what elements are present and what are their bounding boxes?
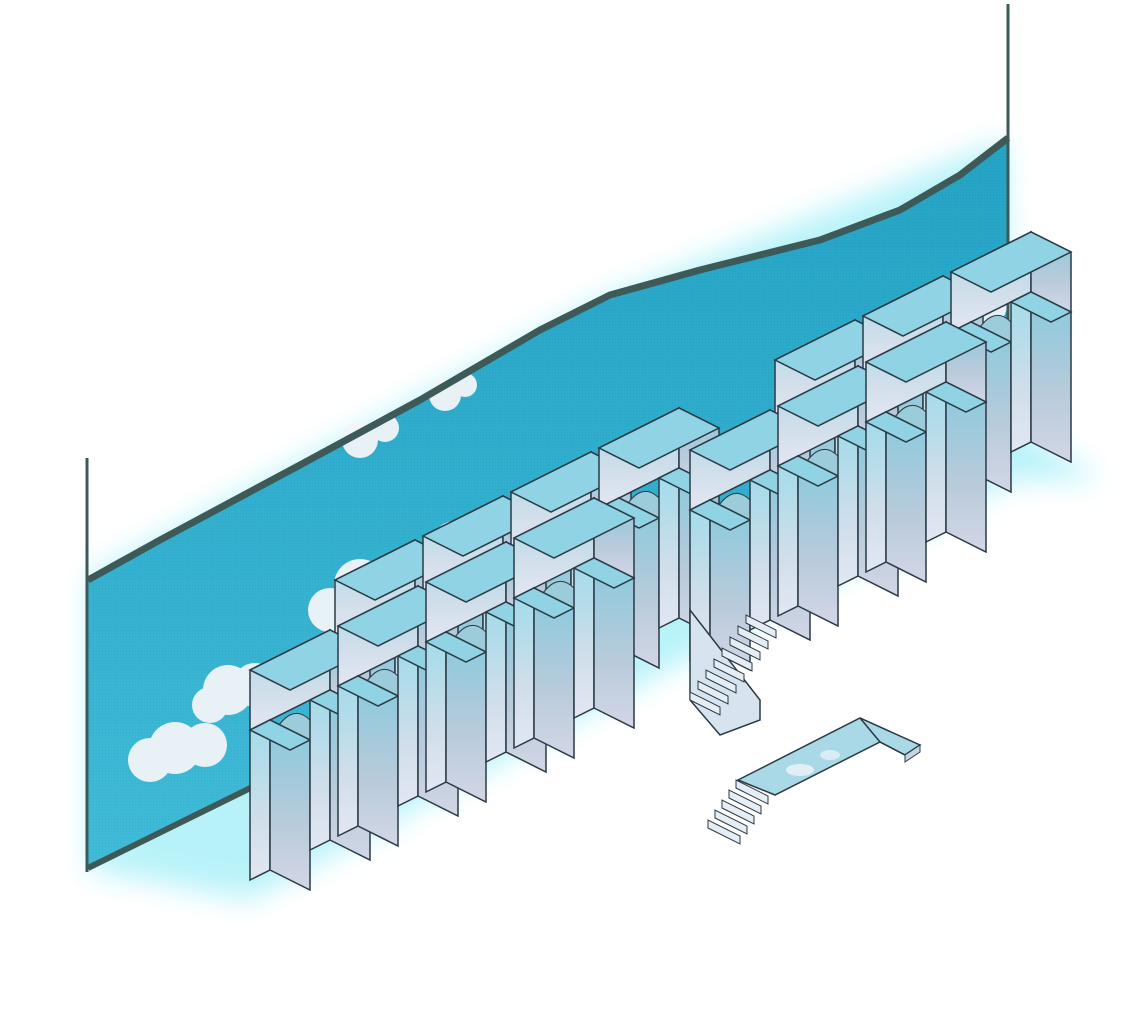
loose-step-3	[728, 789, 762, 815]
stair-step-4	[721, 647, 753, 672]
loose-step-0	[707, 819, 741, 845]
loose-step-4	[735, 779, 769, 805]
backdrop-frame-top	[86, 135, 1011, 584]
stone-arcade	[248, 230, 1073, 892]
central-staircase	[689, 607, 777, 736]
stair-step-2	[705, 669, 737, 694]
stair-step-1	[697, 680, 729, 705]
stair-step-7	[745, 614, 777, 639]
stair-step-0	[689, 691, 721, 716]
loose-step-2	[721, 799, 755, 825]
stair-step-3	[713, 658, 745, 683]
stair-step-5	[729, 636, 761, 661]
loose-stair-ramp	[707, 717, 922, 845]
loose-step-1	[714, 809, 748, 835]
stair-step-6	[737, 625, 769, 650]
